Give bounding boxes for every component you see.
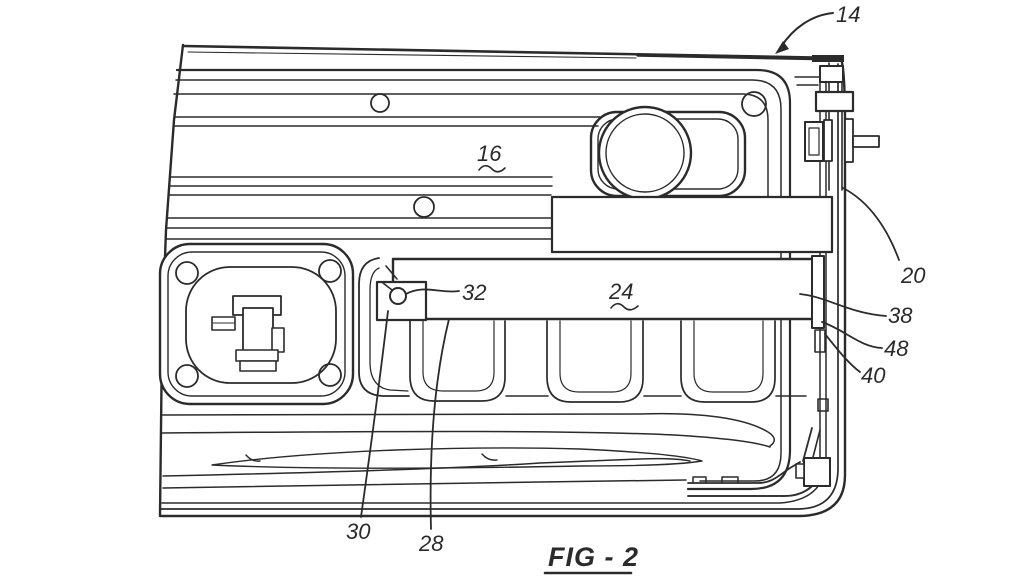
latch-block [803, 457, 831, 487]
panel-hole [741, 91, 767, 117]
plate-bolt-hole [175, 364, 199, 388]
numeral-24-underline [610, 302, 639, 311]
lower-latch-bracket [687, 427, 831, 497]
leader-lines [360, 12, 900, 530]
upper-reinforcement-panel [550, 195, 834, 254]
mount-bolt [389, 287, 407, 305]
reference-numeral-32: 32 [462, 280, 486, 305]
beam-end-plate [811, 255, 825, 329]
intrusion-beam [391, 255, 829, 412]
access-plate [158, 242, 355, 406]
plate-bolt-hole [318, 363, 342, 387]
upper-hinge-block [814, 90, 855, 113]
reference-numeral-40: 40 [861, 363, 886, 388]
stamped-pockets [409, 320, 776, 403]
reference-numeral-24: 24 [608, 279, 633, 304]
beam-end-mount [814, 329, 826, 353]
handle-pocket-recess [589, 105, 747, 201]
leader-32 [405, 288, 460, 295]
hinge-pin [852, 135, 880, 148]
plate-bolt-hole [318, 259, 342, 283]
numeral-16-underline [478, 164, 506, 173]
beam-recess-boundary [358, 257, 807, 397]
leader-38 [799, 293, 887, 317]
reference-numerals: 14 16 20 24 28 30 32 38 40 48 [346, 2, 926, 556]
leader-20 [842, 187, 900, 261]
leader-48 [821, 321, 883, 349]
panel-hole [370, 93, 390, 113]
edge-mount [817, 398, 829, 412]
plate-bolt-hole [175, 261, 199, 285]
reference-numeral-16: 16 [477, 141, 502, 166]
beam-mount-bracket [375, 265, 428, 322]
leader-14-arrowhead [775, 41, 789, 54]
latch-mechanism [211, 295, 285, 372]
reference-numeral-38: 38 [888, 303, 913, 328]
leader-14 [780, 12, 834, 48]
leader-30 [360, 310, 389, 518]
reference-numeral-14: 14 [836, 2, 860, 27]
reference-numeral-28: 28 [418, 531, 444, 556]
reference-numeral-20: 20 [900, 263, 926, 288]
leader-28 [429, 318, 450, 530]
inner-panel-lines [165, 68, 823, 491]
panel-hole-circles [370, 91, 767, 218]
plate-opening [185, 266, 337, 384]
figure-caption-text: FIG - 2 [548, 542, 639, 572]
reference-numeral-30: 30 [346, 519, 371, 544]
figure-caption: FIG - 2 [543, 542, 639, 575]
leader-40 [824, 333, 861, 373]
round-cutout [597, 105, 693, 201]
lower-panel-contours [161, 412, 775, 489]
hinge-hardware [804, 55, 880, 191]
panel-hole [413, 196, 435, 218]
reference-numeral-48: 48 [884, 336, 909, 361]
hinge-top-bar [812, 55, 844, 62]
